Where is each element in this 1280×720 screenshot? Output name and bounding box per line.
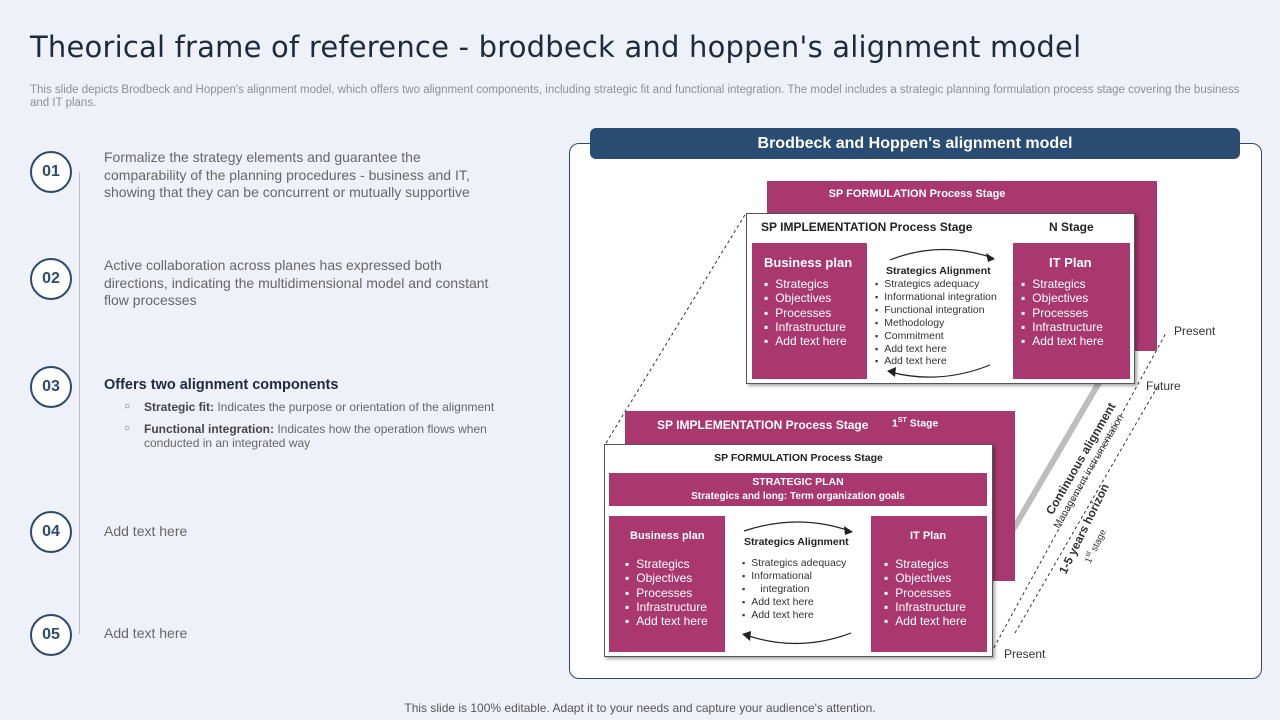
front-alignment-title: Strategics Alignment — [744, 536, 849, 548]
list-item: Add text here — [764, 334, 846, 348]
strategic-plan-bar: STRATEGIC PLAN Strategics and long: Term… — [609, 473, 987, 506]
step-05-text: Add text here — [104, 625, 188, 641]
list-item: Strategics — [764, 277, 847, 291]
list-item: Processes — [1021, 306, 1104, 320]
back-business-plan-list: Strategics Objectives Processes Infrastr… — [764, 277, 847, 348]
front-business-plan: Business plan Strategics Objectives Proc… — [609, 516, 725, 652]
back-it-plan-title: IT Plan — [1049, 255, 1092, 270]
front-alignment-arrows — [742, 521, 853, 645]
sub-bullet-icon: ○ — [124, 401, 131, 412]
footer-note: This slide is 100% editable. Adapt it to… — [404, 701, 876, 715]
list-item: ▪integration — [742, 583, 846, 596]
strategic-plan-subtitle: Strategics and long: Term organization g… — [691, 491, 905, 502]
list-item: Infrastructure — [884, 600, 967, 614]
front-formulation-label: SP FORMULATION Process Stage — [714, 452, 883, 464]
list-item: Add text here — [742, 596, 846, 609]
list-item: Strategics — [884, 557, 967, 571]
step-01-text: Formalize the strategy elements and guar… — [104, 149, 470, 200]
list-item: Strategics adequacy — [742, 557, 846, 570]
back-alignment-list: Strategics adequacy Informational integr… — [875, 278, 997, 368]
list-item: Add text here — [875, 355, 997, 368]
front-it-plan-title: IT Plan — [910, 530, 947, 542]
front-implementation-label: SP IMPLEMENTATION Process Stage — [657, 418, 869, 432]
back-alignment-arrows — [887, 248, 995, 378]
back-it-plan-list: Strategics Objectives Processes Infrastr… — [1021, 277, 1104, 348]
list-item: Strategics — [1021, 277, 1104, 291]
page-subtitle: This slide depicts Brodbeck and Hoppen's… — [30, 84, 1240, 109]
step-number-badge: 01 — [30, 151, 72, 193]
front-business-plan-list: Strategics Objectives Processes Infrastr… — [625, 557, 708, 628]
arrowhead-icon — [986, 253, 995, 262]
list-item: Methodology — [875, 317, 997, 330]
list-item: Objectives — [764, 291, 847, 305]
front-alignment-list: Strategics adequacy Informational ▪integ… — [742, 557, 846, 622]
arrowhead-icon — [887, 367, 896, 377]
list-item: Add text here — [1021, 334, 1103, 348]
list-item: Objectives — [884, 571, 967, 585]
list-item: Processes — [884, 586, 967, 600]
step-number-badge: 05 — [30, 614, 72, 656]
list-item: Add text here — [742, 609, 846, 622]
present-bottom-label: Present — [1004, 647, 1046, 661]
front-it-plan: IT Plan Strategics Objectives Processes … — [871, 516, 987, 652]
list-item: Infrastructure — [625, 600, 708, 614]
arrowhead-icon — [844, 526, 853, 535]
back-it-plan: IT Plan Strategics Objectives Processes … — [1013, 243, 1130, 379]
list-item: Objectives — [625, 571, 708, 585]
alignment-arrow-top — [889, 248, 994, 261]
n-stage-label: N Stage — [1049, 220, 1094, 234]
front-business-plan-title: Business plan — [630, 530, 705, 542]
step-03-heading: Offers two alignment components — [104, 377, 339, 393]
list-item: Infrastructure — [764, 320, 847, 334]
step-02-text: Active collaboration across planes has e… — [104, 257, 489, 308]
list-item: Objectives — [1021, 291, 1104, 305]
alignment-arrow-top — [743, 521, 851, 532]
timeline-line — [79, 172, 80, 634]
list-item: Strategics adequacy — [875, 278, 997, 291]
back-alignment-title: Strategics Alignment — [886, 265, 991, 277]
arrowhead-icon — [742, 631, 751, 641]
back-business-plan: Business plan Strategics Objectives Proc… — [752, 243, 867, 379]
list-item: Add text here — [625, 614, 707, 628]
step-number-badge: 03 — [30, 366, 72, 408]
list-item: Processes — [764, 306, 847, 320]
step-number-badge: 04 — [30, 511, 72, 553]
list-item: Add text here — [875, 343, 997, 356]
strategic-plan-title: STRATEGIC PLAN — [752, 476, 844, 488]
list-item: Strategics — [625, 557, 708, 571]
list-item: Add text here — [884, 614, 966, 628]
list-item: Processes — [625, 586, 708, 600]
list-item: Informational integration — [875, 291, 997, 304]
step-number-badge: 02 — [30, 258, 72, 300]
step-03-item-functional-integration: Functional integration: Indicates how th… — [144, 422, 487, 450]
step-03-item-strategic-fit: Strategic fit: Indicates the purpose or … — [144, 400, 495, 414]
alignment-arrow-bottom — [889, 364, 991, 378]
diagram-title: Brodbeck and Hoppen's alignment model — [590, 128, 1240, 159]
dashed-guide-line — [990, 332, 1167, 654]
back-formulation-label: SP FORMULATION Process Stage — [828, 188, 1006, 200]
back-business-plan-title: Business plan — [764, 255, 853, 270]
first-stage-label: 1ST Stage — [892, 417, 939, 430]
dashed-guide-line — [605, 212, 747, 444]
back-implementation-label: SP IMPLEMENTATION Process Stage — [761, 220, 973, 234]
alignment-arrow-bottom — [745, 632, 852, 645]
sub-bullet-icon: ○ — [124, 423, 131, 434]
future-label: Future — [1146, 379, 1181, 393]
front-it-plan-list: Strategics Objectives Processes Infrastr… — [884, 557, 967, 628]
list-item: Infrastructure — [1021, 320, 1104, 334]
present-top-label: Present — [1174, 324, 1216, 338]
list-item: Functional integration — [875, 304, 997, 317]
step-04-text: Add text here — [104, 523, 188, 539]
list-item: Informational — [742, 570, 846, 583]
page-title: Theorical frame of reference - brodbeck … — [30, 30, 1082, 64]
list-item: Commitment — [875, 330, 997, 343]
